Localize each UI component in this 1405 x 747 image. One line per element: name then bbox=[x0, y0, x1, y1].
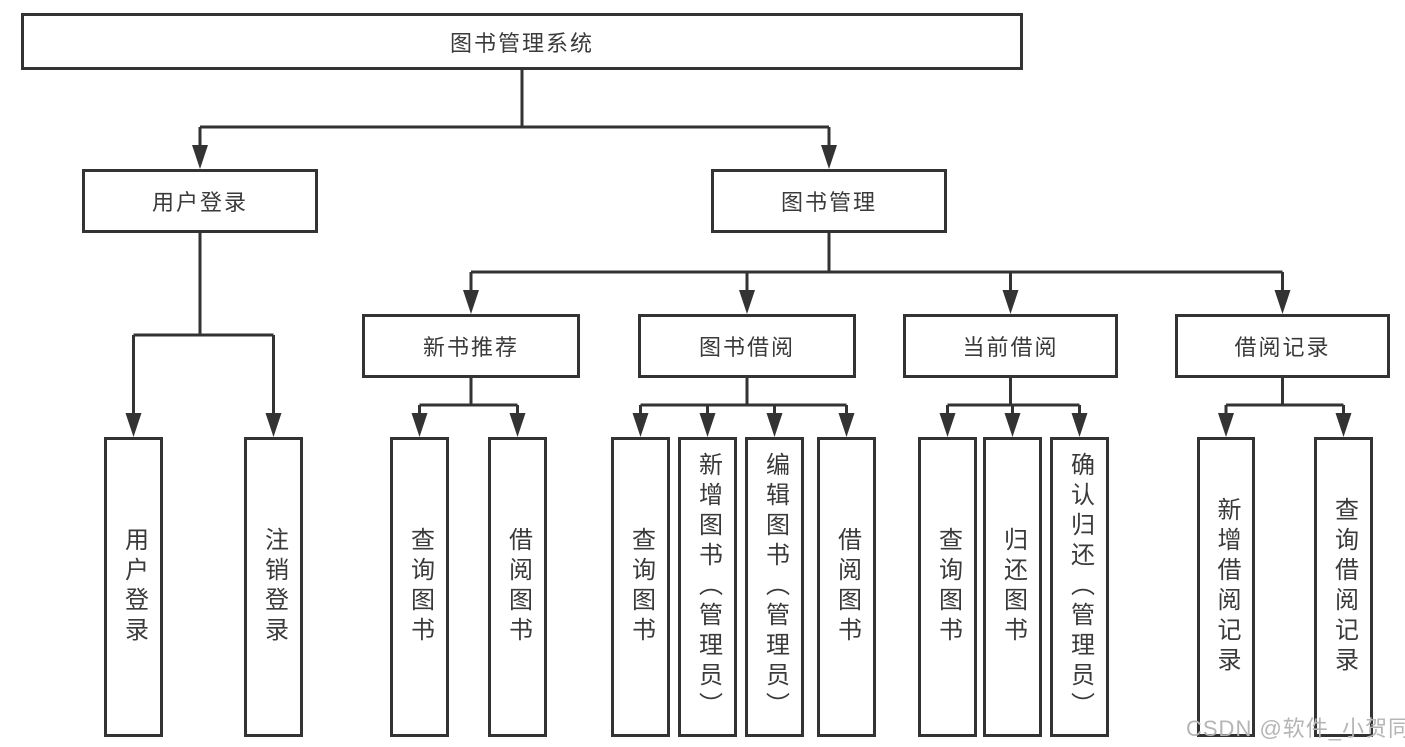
leaf-query-books-1: 查询图书 bbox=[390, 437, 449, 737]
leaf-query-books-2: 查询图书 bbox=[611, 437, 670, 737]
node-book-borrow: 图书借阅 bbox=[638, 314, 856, 378]
node-user-login: 用户登录 bbox=[82, 169, 318, 233]
branch-current-borrow bbox=[939, 378, 1088, 437]
node-label: 借阅图书 bbox=[504, 527, 532, 647]
leaf-user-login: 用户登录 bbox=[104, 437, 163, 737]
leaf-borrow-books-1: 借阅图书 bbox=[488, 437, 547, 737]
node-new-books: 新书推荐 bbox=[362, 314, 580, 378]
node-current-borrow: 当前借阅 bbox=[903, 314, 1118, 378]
node-label: 图书借阅 bbox=[698, 335, 795, 360]
node-label: 图书管理 bbox=[780, 190, 877, 215]
node-borrow-records: 借阅记录 bbox=[1175, 314, 1390, 378]
node-label: 新书推荐 bbox=[422, 335, 519, 360]
node-label: 查询图书 bbox=[406, 527, 434, 647]
node-label: 借阅图书 bbox=[833, 527, 861, 647]
leaf-add-books-admin: 新增图书（管理员） bbox=[678, 437, 737, 737]
node-book-management: 图书管理 bbox=[711, 169, 947, 233]
node-label: 图书管理系统 bbox=[449, 30, 594, 56]
node-label: 确认归还（管理员） bbox=[1066, 452, 1094, 722]
node-label: 查询借阅记录 bbox=[1330, 497, 1358, 677]
branch-new-books bbox=[411, 378, 526, 437]
branch-book-management bbox=[463, 233, 1291, 314]
leaf-edit-books-admin: 编辑图书（管理员） bbox=[745, 437, 804, 737]
branch-root bbox=[192, 70, 837, 169]
leaf-return-books: 归还图书 bbox=[983, 437, 1042, 737]
node-label: 新增图书（管理员） bbox=[694, 452, 722, 722]
leaf-logout: 注销登录 bbox=[244, 437, 303, 737]
node-root: 图书管理系统 bbox=[21, 13, 1023, 70]
node-label: 查询图书 bbox=[934, 527, 962, 647]
leaf-query-books-3: 查询图书 bbox=[918, 437, 977, 737]
node-label: 归还图书 bbox=[999, 527, 1027, 647]
leaf-confirm-return-admin: 确认归还（管理员） bbox=[1050, 437, 1109, 737]
branch-user-login bbox=[125, 233, 282, 437]
node-label: 当前借阅 bbox=[962, 335, 1059, 360]
leaf-query-borrow-record: 查询借阅记录 bbox=[1314, 437, 1373, 737]
watermark: CSDN @软件_小贺同学 bbox=[1186, 716, 1405, 741]
node-label: 用户登录 bbox=[151, 190, 248, 215]
node-label: 新增借阅记录 bbox=[1213, 497, 1240, 677]
node-label: 用户登录 bbox=[120, 527, 148, 647]
node-label: 注销登录 bbox=[260, 527, 288, 647]
leaf-borrow-books-2: 借阅图书 bbox=[817, 437, 876, 737]
branch-borrow-records bbox=[1218, 378, 1352, 437]
node-label: 查询图书 bbox=[627, 527, 655, 647]
node-label: 编辑图书（管理员） bbox=[761, 452, 789, 722]
branch-book-borrow bbox=[632, 378, 855, 437]
leaf-add-borrow-record: 新增借阅记录 bbox=[1197, 437, 1255, 737]
node-label: 借阅记录 bbox=[1234, 335, 1331, 360]
